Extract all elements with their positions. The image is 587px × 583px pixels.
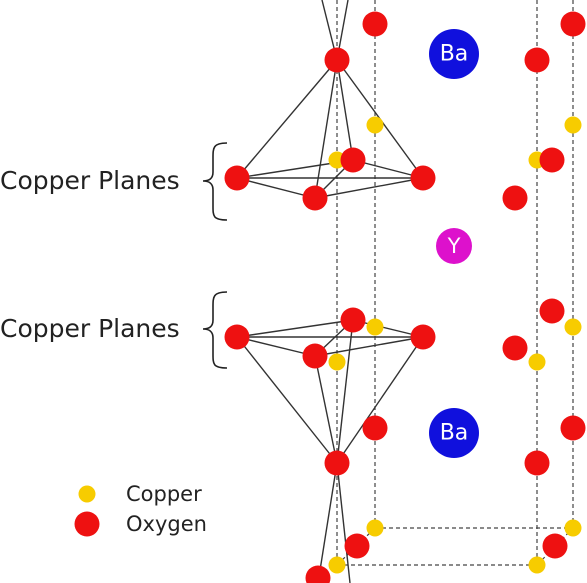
legend-oxygen-swatch [74,511,100,537]
copper-planes-label-upper: Copper Planes [0,166,180,195]
copper-atom [366,318,384,336]
copper-planes-label-lower: Copper Planes [0,314,180,343]
copper-atom [328,556,346,574]
oxygen-atom [324,450,350,476]
legend-oxygen-label: Oxygen [126,512,207,536]
copper-atom [528,556,546,574]
oxygen-atom [302,185,328,211]
oxygen-atom [524,47,550,73]
barium-atom-upper: Ba [429,29,479,79]
copper-atom [564,519,582,537]
legend-copper-label: Copper [126,482,202,506]
copper-atom [528,353,546,371]
oxygen-atom [410,324,436,350]
oxygen-atom [340,147,366,173]
oxygen-atom [302,343,328,369]
copper-atom [564,318,582,336]
brace-lower [202,291,228,369]
oxygen-atom [560,11,586,37]
oxygen-atom [502,335,528,361]
upper-pyramid-bonds [236,0,424,199]
oxygen-atom [224,165,250,191]
copper-atom [366,116,384,134]
copper-atom [366,519,384,537]
legend-copper-swatch [78,485,96,503]
oxygen-atom [224,324,250,350]
barium-label-lower: Ba [440,421,469,446]
oxygen-atoms [224,11,586,583]
oxygen-atom [560,415,586,441]
yttrium-label: Y [447,234,461,258]
oxygen-atom [542,533,568,559]
copper-atoms [328,116,582,574]
oxygen-atom [539,298,565,324]
oxygen-atom [344,533,370,559]
yttrium-atom: Y [436,228,472,264]
barium-label-upper: Ba [440,42,469,67]
copper-atom [564,116,582,134]
oxygen-atom [524,450,550,476]
unit-cell-edges [336,0,574,566]
oxygen-atom [410,165,436,191]
oxygen-atom [305,565,331,583]
copper-atom [328,353,346,371]
oxygen-atom [362,11,388,37]
barium-atom-lower: Ba [429,408,479,458]
brace-upper [202,142,228,221]
oxygen-atom [539,147,565,173]
legend: Copper Oxygen [74,482,207,537]
lower-pyramid-bonds [236,319,424,583]
oxygen-atom [324,47,350,73]
oxygen-atom [362,415,388,441]
oxygen-atom [340,307,366,333]
oxygen-atom [502,185,528,211]
